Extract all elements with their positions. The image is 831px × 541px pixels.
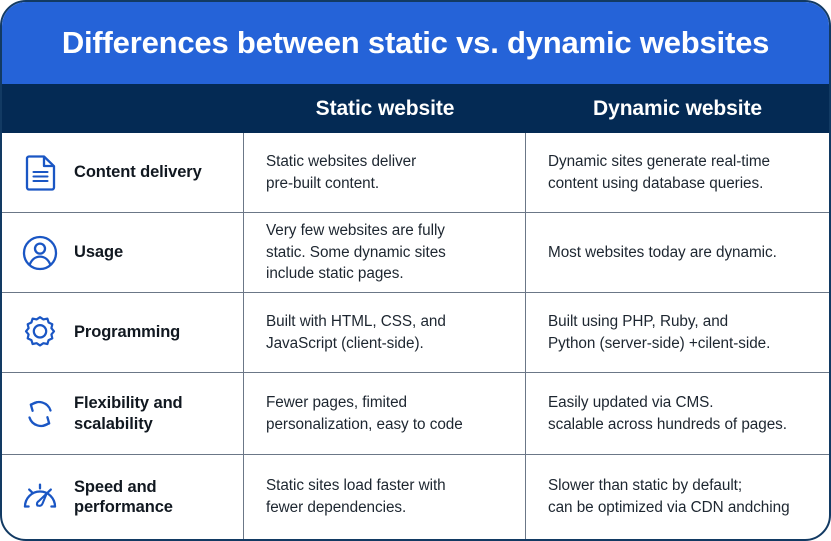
refresh-cycle-icon	[20, 394, 60, 434]
row-label-cell: Flexibility and scalability	[2, 373, 244, 454]
dynamic-cell: Built using PHP, Ruby, and Python (serve…	[526, 293, 829, 372]
row-label-cell: Usage	[2, 213, 244, 292]
dynamic-cell: Slower than static by default; can be op…	[526, 455, 829, 539]
table-row: Usage Very few websites are fully static…	[2, 213, 829, 293]
static-value: Static websites deliver pre-built conten…	[266, 152, 417, 192]
row-label-cell: Programming	[2, 293, 244, 372]
static-value: Very few websites are fully static. Some…	[266, 221, 446, 283]
row-label: Speed and performance	[74, 477, 173, 516]
row-label: Flexibility and scalability	[74, 394, 183, 433]
dynamic-cell: Most websites today are dynamic.	[526, 213, 829, 292]
dynamic-value: Built using PHP, Ruby, and Python (serve…	[548, 312, 771, 352]
header-dynamic-website: Dynamic website	[593, 97, 762, 120]
static-cell: Fewer pages, fimited personalization, ea…	[244, 373, 526, 454]
comparison-table-body: Content delivery Static websites deliver…	[2, 133, 829, 539]
dynamic-value: Most websites today are dynamic.	[548, 243, 777, 261]
table-row: Flexibility and scalability Fewer pages,…	[2, 373, 829, 455]
dynamic-cell: Easily updated via CMS. scalable across …	[526, 373, 829, 454]
row-label-cell: Speed and performance	[2, 455, 244, 539]
static-value: Static sites load faster with fewer depe…	[266, 477, 446, 516]
static-cell: Static websites deliver pre-built conten…	[244, 133, 526, 212]
static-cell: Static sites load faster with fewer depe…	[244, 455, 526, 539]
dynamic-cell: Dynamic sites generate real-time content…	[526, 133, 829, 212]
static-value: Fewer pages, fimited personalization, ea…	[266, 393, 463, 433]
user-circle-icon	[20, 233, 60, 273]
table-row: Content delivery Static websites deliver…	[2, 133, 829, 213]
row-label: Usage	[74, 243, 124, 262]
table-row: Speed and performance Static sites load …	[2, 455, 829, 539]
header-static-website: Static website	[315, 97, 455, 120]
dynamic-value: Dynamic sites generate real-time content…	[548, 152, 770, 192]
static-cell: Built with HTML, CSS, and JavaScript (cl…	[244, 293, 526, 372]
column-header-band: Static website Dynamic website	[2, 84, 829, 133]
row-label-cell: Content delivery	[2, 133, 244, 212]
dynamic-value: Slower than static by default; can be op…	[548, 477, 790, 516]
row-label: Content delivery	[74, 163, 202, 182]
dynamic-value: Easily updated via CMS. scalable across …	[548, 393, 787, 433]
static-value: Built with HTML, CSS, and JavaScript (cl…	[266, 312, 446, 352]
gear-icon	[20, 313, 60, 353]
document-lines-icon	[20, 153, 60, 193]
page-title: Differences between static vs. dynamic w…	[61, 24, 770, 60]
row-label: Programming	[74, 323, 181, 342]
speedometer-icon	[20, 477, 60, 517]
table-row: Programming Built with HTML, CSS, and Ja…	[2, 293, 829, 373]
static-cell: Very few websites are fully static. Some…	[244, 213, 526, 292]
title-banner: Differences between static vs. dynamic w…	[2, 2, 829, 84]
